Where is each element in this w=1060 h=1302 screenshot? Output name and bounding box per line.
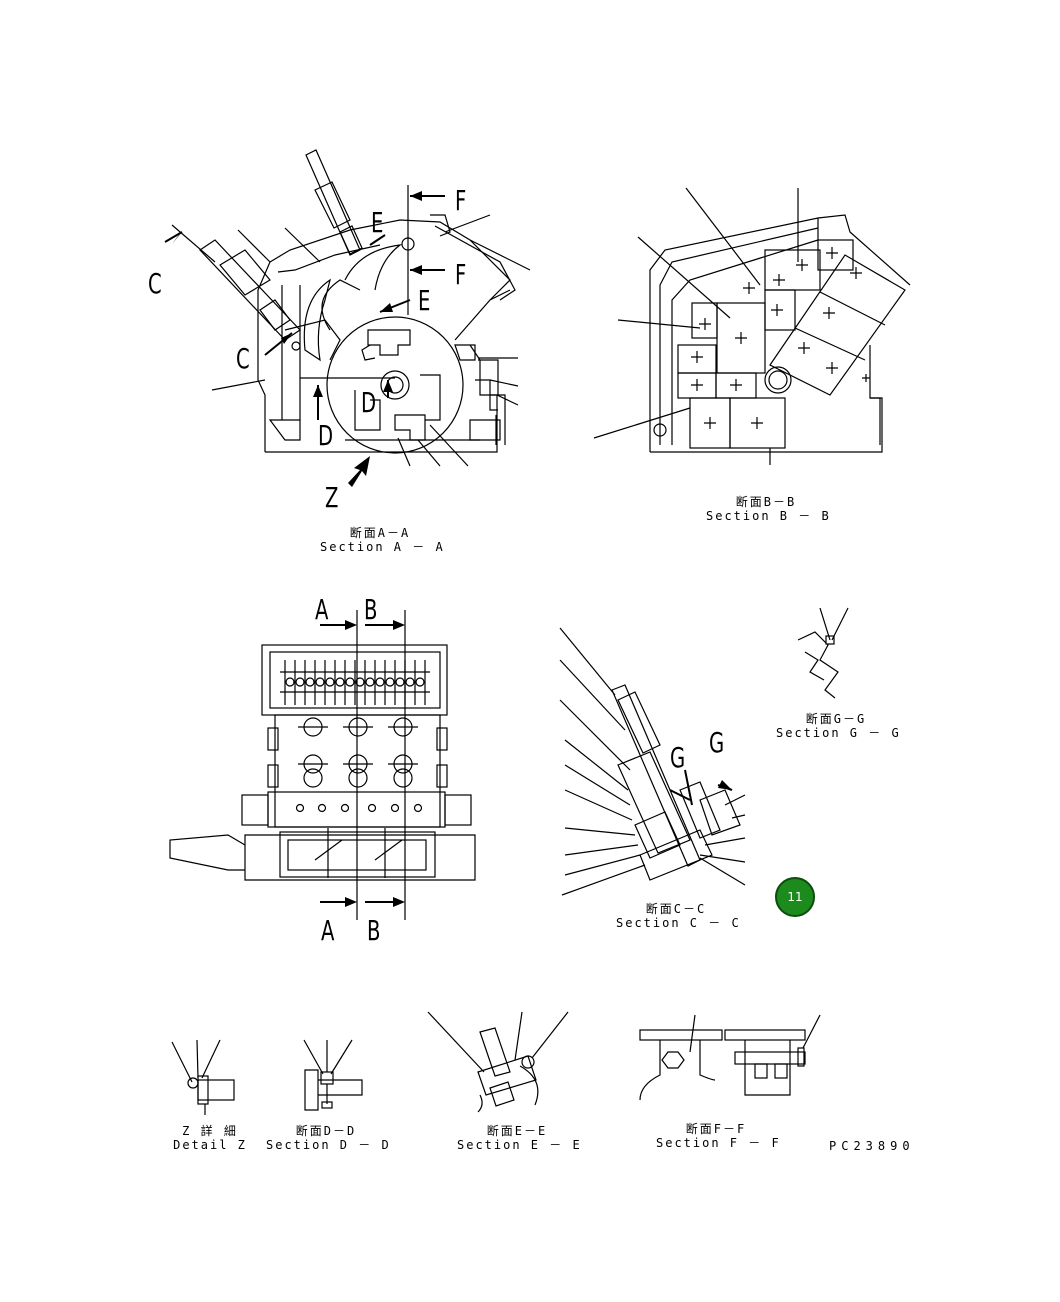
caption-gg-jp: 断面G－G <box>805 712 867 726</box>
caption-section-dd: 断面D－D Section D － D <box>266 1124 391 1152</box>
section-mark-g-inner: G <box>670 741 686 774</box>
section-ff-view <box>639 1014 821 1101</box>
caption-ee-en: Section E － E <box>457 1138 582 1152</box>
caption-dd-en: Section D － D <box>266 1138 391 1152</box>
section-mark-f-lower: F <box>455 258 467 291</box>
caption-section-bb: 断面B－B Section B － B <box>706 495 831 523</box>
caption-z-en: Detail Z <box>173 1138 247 1152</box>
caption-section-cc: 断面C－C Section C － C <box>616 902 741 930</box>
section-gg-view <box>797 607 849 699</box>
plan-view-circles <box>285 677 425 687</box>
section-mark-b-top: B <box>364 593 378 626</box>
caption-aa-en: Section A － A <box>320 540 445 554</box>
section-mark-z: Z <box>325 481 339 514</box>
section-dd-view <box>303 1039 363 1111</box>
section-ee-view <box>427 1011 569 1113</box>
section-mark-c-left: C <box>148 267 162 300</box>
caption-section-ee: 断面E－E Section E － E <box>457 1124 582 1152</box>
plus-markers <box>691 247 870 429</box>
caption-bb-jp: 断面B－B <box>735 495 797 509</box>
section-mark-g-outer: G <box>709 726 725 759</box>
section-mark-f-top: F <box>455 184 467 217</box>
caption-cc-jp: 断面C－C <box>645 902 707 916</box>
caption-ff-jp: 断面F－F <box>685 1122 747 1136</box>
section-mark-a-bottom: A <box>321 914 335 947</box>
caption-ff-en: Section F － F <box>656 1136 781 1150</box>
caption-ee-jp: 断面E－E <box>486 1124 548 1138</box>
caption-detail-z: Z 詳 細 Detail Z <box>170 1124 250 1152</box>
drawing-code: PC23890 <box>829 1139 915 1153</box>
section-aa-view <box>164 149 531 487</box>
detail-z-view <box>171 1039 235 1115</box>
section-mark-d-inner: D <box>361 386 377 419</box>
caption-section-gg: 断面G－G Section G － G <box>776 712 901 740</box>
section-mark-a-top: A <box>315 593 329 626</box>
plan-view <box>169 610 476 920</box>
caption-gg-en: Section G － G <box>776 726 901 740</box>
caption-aa-jp: 断面A－A <box>349 526 411 540</box>
caption-cc-en: Section C － C <box>616 916 741 930</box>
caption-section-aa: 断面A－A Section A － A <box>320 526 445 554</box>
section-mark-c-inner: C <box>236 342 250 375</box>
section-bb-view <box>593 187 911 465</box>
caption-section-ff: 断面F－F Section F － F <box>656 1122 781 1150</box>
section-cc-view <box>559 627 746 896</box>
section-mark-e-top: E <box>371 206 384 239</box>
section-mark-b-bottom: B <box>367 914 381 947</box>
section-mark-d-outer: D <box>318 419 334 452</box>
caption-z-jp: Z 詳 細 <box>182 1124 238 1138</box>
page-number-badge[interactable]: 11 <box>775 877 815 917</box>
section-mark-e-lower: E <box>418 284 431 317</box>
caption-bb-en: Section B － B <box>706 509 831 523</box>
caption-dd-jp: 断面D－D <box>295 1124 357 1138</box>
